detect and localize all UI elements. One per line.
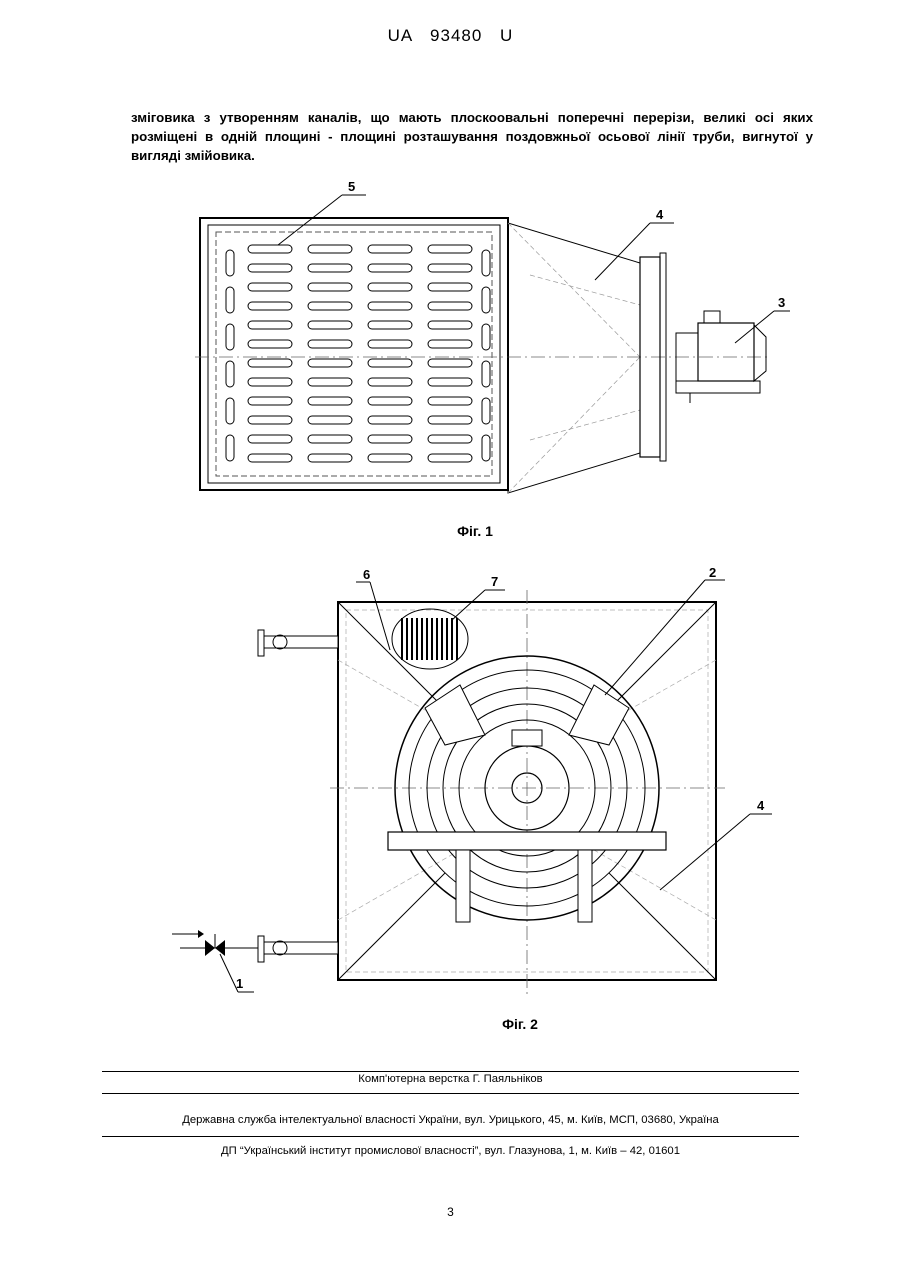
figure-1-caption: Фіг. 1 [375, 523, 575, 539]
figure-2-label-6: 6 [363, 567, 370, 582]
coil-slot [368, 321, 412, 329]
coil-slot [308, 321, 352, 329]
coil-slot-vertical [226, 324, 234, 350]
figure-2-label-2: 2 [709, 565, 716, 580]
coil-slot [368, 264, 412, 272]
coil-slot [428, 264, 472, 272]
coil-slot [308, 264, 352, 272]
coil-slot [308, 416, 352, 424]
figure-1-label-3: 3 [778, 295, 785, 310]
coil-slot [428, 454, 472, 462]
coil-slot [428, 359, 472, 367]
figure-1-drawing: 5 4 3 [170, 175, 810, 510]
coil-slot-vertical [482, 250, 490, 276]
coil-slot [368, 454, 412, 462]
coil-slot [308, 435, 352, 443]
footer-rule-2 [102, 1093, 799, 1094]
coil-slot [368, 435, 412, 443]
coil-slot [368, 397, 412, 405]
coil-slot [428, 416, 472, 424]
coil-slot [248, 378, 292, 386]
coil-slot-vertical [482, 435, 490, 461]
coil-slot [248, 245, 292, 253]
coil-slot [368, 283, 412, 291]
coil-slot-vertical [226, 361, 234, 387]
institute-address: ДП “Український інститут промислової вла… [0, 1145, 901, 1157]
coil-slot [248, 283, 292, 291]
coil-slot [248, 359, 292, 367]
figure-2-caption: Фіг. 2 [420, 1016, 620, 1032]
coil-slot-vertical [482, 398, 490, 424]
coil-slot [308, 302, 352, 310]
body-paragraph: зміговика з утворенням каналів, що мають… [131, 108, 813, 165]
coil-slot [428, 340, 472, 348]
coil-slot-vertical [226, 398, 234, 424]
document-number: UA 93480 U [0, 26, 901, 46]
coil-slot-vertical [226, 435, 234, 461]
coil-slot [428, 435, 472, 443]
coil-slot [428, 302, 472, 310]
figure-2-label-1: 1 [236, 976, 243, 991]
coil-slot-vertical [482, 287, 490, 313]
coil-slot [308, 340, 352, 348]
coil-slot [428, 321, 472, 329]
coil-slot [248, 302, 292, 310]
figure-2-label-4: 4 [757, 798, 765, 813]
coil-slot [428, 283, 472, 291]
coil-slot-vertical [226, 250, 234, 276]
layout-credit: Комп'ютерна верстка Г. Паяльніков [0, 1073, 901, 1085]
coil-slot [248, 416, 292, 424]
coil-slot-vertical [226, 287, 234, 313]
figure-1-label-4: 4 [656, 207, 664, 222]
coil-slot [308, 397, 352, 405]
coil-slot [368, 340, 412, 348]
coil-slot [248, 340, 292, 348]
page-number: 3 [0, 1205, 901, 1219]
agency-address: Державна служба інтелектуальної власност… [0, 1114, 901, 1126]
coil-slot [308, 359, 352, 367]
coil-slot [248, 454, 292, 462]
figure-2-label-7: 7 [491, 574, 498, 589]
coil-slot [308, 378, 352, 386]
coil-slot [428, 397, 472, 405]
coil-slot [368, 359, 412, 367]
coil-slot [428, 245, 472, 253]
coil-slot-vertical [482, 324, 490, 350]
coil-slot [308, 454, 352, 462]
figure-2-drawing: 6 7 2 4 1 [160, 560, 800, 1010]
figure-1-label-5: 5 [348, 179, 355, 194]
coil-slot [248, 435, 292, 443]
footer-rule-3 [102, 1136, 799, 1137]
coil-slot [308, 283, 352, 291]
coil-slot [368, 245, 412, 253]
coil-slot-vertical [482, 361, 490, 387]
coil-slot [248, 264, 292, 272]
coil-slot [308, 245, 352, 253]
footer-rule-1 [102, 1071, 799, 1072]
coil-slot [368, 378, 412, 386]
coil-slot [248, 321, 292, 329]
coil-slot [368, 302, 412, 310]
coil-slot [428, 378, 472, 386]
coil-slot [368, 416, 412, 424]
coil-slot [248, 397, 292, 405]
